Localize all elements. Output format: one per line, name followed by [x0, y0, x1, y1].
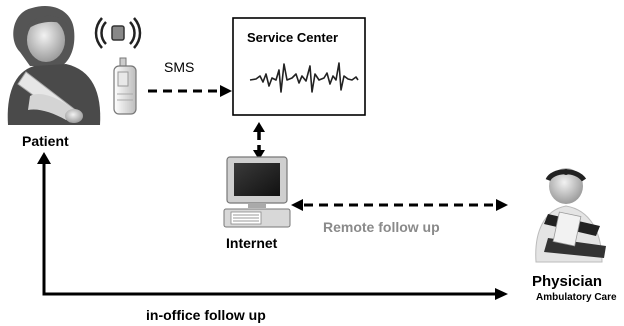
ecg-waveform-icon: [249, 62, 359, 93]
service-internet-arrow: [253, 122, 265, 160]
internet-label: Internet: [226, 235, 278, 251]
in-office-follow-up-arrow: [37, 152, 508, 300]
physician-label: Physician: [532, 273, 602, 290]
ambulatory-care-label: Ambulatory Care: [536, 292, 617, 303]
in-office-follow-up-label: in-office follow up: [146, 307, 266, 323]
physician-figure-icon: [535, 168, 606, 263]
wireless-signal-icon: [94, 17, 142, 49]
mobile-phone-icon: [113, 57, 137, 115]
sms-arrow: [148, 85, 232, 97]
patient-label: Patient: [22, 133, 69, 149]
remote-follow-up-arrow: [291, 199, 508, 211]
computer-terminal-icon: [223, 156, 291, 228]
service-center-label: Service Center: [247, 30, 338, 45]
sms-label: SMS: [164, 59, 194, 75]
patient-figure-icon: [7, 6, 101, 125]
remote-follow-up-label: Remote follow up: [323, 219, 440, 235]
service-center-box: Service Center: [232, 17, 366, 116]
